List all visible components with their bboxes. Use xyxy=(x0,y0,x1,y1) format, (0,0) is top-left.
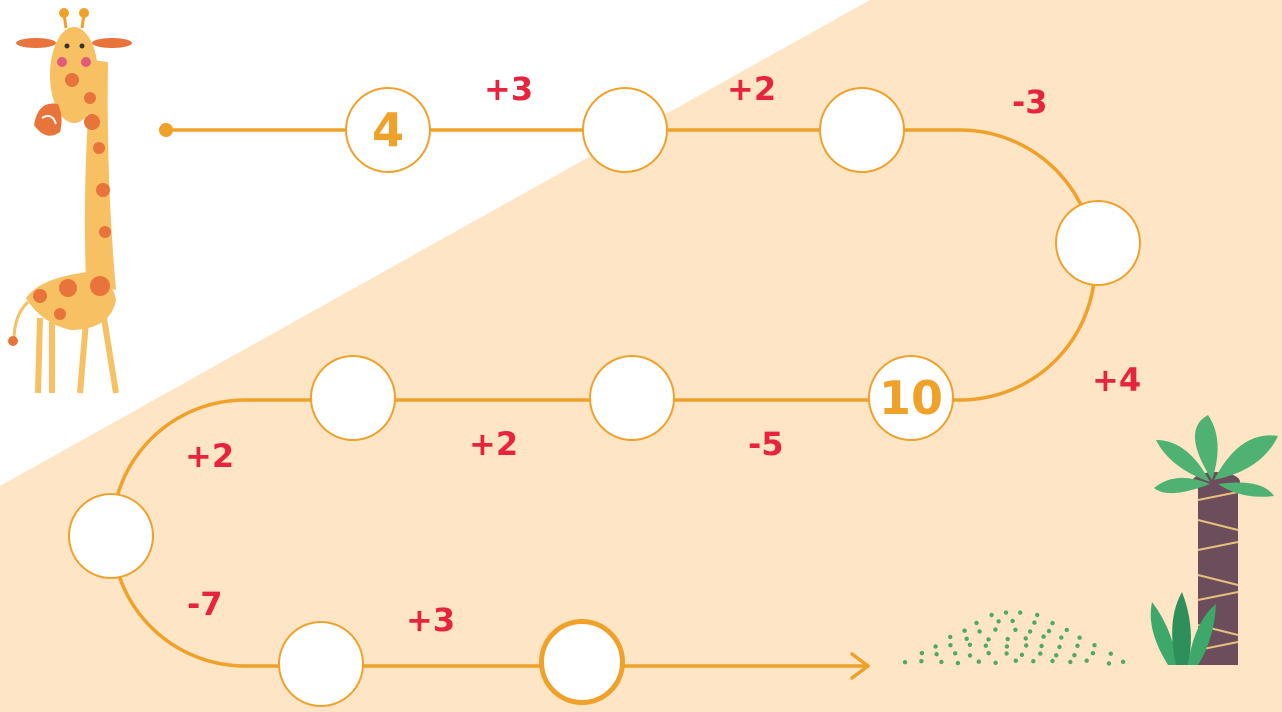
sand-dot xyxy=(1023,636,1028,641)
final-answer-circle[interactable] xyxy=(539,619,625,705)
operation-label-7: +2 xyxy=(185,437,235,475)
sand-dot xyxy=(939,659,944,665)
sand-dot xyxy=(986,637,991,642)
answer-circle-1[interactable] xyxy=(582,87,668,173)
sand-dot xyxy=(1010,618,1015,624)
sand-dot xyxy=(1003,610,1009,615)
operation-label-1: +3 xyxy=(484,70,534,108)
start-number: 4 xyxy=(371,103,404,157)
sand-dot xyxy=(1035,612,1040,618)
sand-dot xyxy=(1050,658,1055,664)
sand-dot xyxy=(1005,636,1010,642)
operation-label-5: -5 xyxy=(748,425,784,463)
operation-label-9: +3 xyxy=(406,601,456,639)
sand-dot xyxy=(1059,635,1064,640)
sand-dot xyxy=(967,653,973,658)
sand-dot xyxy=(1075,643,1080,648)
sand-dot xyxy=(1057,644,1062,650)
sand-dot xyxy=(1068,659,1073,665)
operation-label-8: -7 xyxy=(187,585,223,623)
sand-dot xyxy=(1013,627,1018,632)
sand-dot xyxy=(919,650,925,656)
sand-dot xyxy=(1092,643,1097,648)
answer-circle-2[interactable] xyxy=(819,87,905,173)
sand-dot xyxy=(1031,659,1036,664)
given-number: 10 xyxy=(878,371,943,425)
sand-dot xyxy=(933,644,938,649)
sand-dot xyxy=(976,659,981,664)
sand-dot xyxy=(902,660,908,665)
operation-label-3: -3 xyxy=(1012,83,1048,121)
sand-dot xyxy=(1077,635,1082,640)
sand-dot xyxy=(983,643,988,648)
sand-dot xyxy=(996,619,1001,624)
sand-dot xyxy=(1054,653,1059,658)
sand-dot xyxy=(1041,634,1046,639)
operation-label-2: +2 xyxy=(727,70,777,108)
sand-dot xyxy=(962,628,967,633)
operation-label-4: +4 xyxy=(1092,361,1142,399)
answer-circle-3[interactable] xyxy=(1055,200,1141,286)
sand-dot xyxy=(986,651,991,656)
bush-illustration xyxy=(1150,592,1216,665)
sand-dot xyxy=(1072,653,1077,658)
sand-dot xyxy=(974,620,979,626)
answer-circle-6[interactable] xyxy=(68,493,154,579)
sand-dot xyxy=(955,660,961,666)
sand-dot xyxy=(1019,652,1025,657)
sand-dot xyxy=(953,651,958,656)
sand-dot xyxy=(919,659,924,664)
sand-dot xyxy=(1050,620,1055,626)
sand-dot xyxy=(1013,658,1018,663)
sand-dot xyxy=(1064,627,1070,633)
sand-dot xyxy=(1004,644,1010,649)
sand-dot xyxy=(1108,651,1114,656)
sand-dot xyxy=(934,652,939,657)
start-number-circle: 4 xyxy=(345,87,431,173)
operation-label-6: +2 xyxy=(469,425,519,463)
sand-dot xyxy=(1027,629,1033,634)
sand-dot xyxy=(948,634,953,640)
sand-dot xyxy=(1018,610,1023,615)
sand-dot xyxy=(1120,659,1126,664)
answer-circle-7[interactable] xyxy=(278,621,364,707)
sand-dot xyxy=(1039,643,1044,649)
sand-dot xyxy=(1038,651,1043,656)
sand-dot xyxy=(1106,661,1112,666)
answer-circle-4[interactable] xyxy=(589,355,675,441)
given-number-circle: 10 xyxy=(868,355,954,441)
sand-dot xyxy=(1084,658,1089,663)
dotted-sand-mound xyxy=(902,610,1126,666)
sand-dot xyxy=(977,629,982,634)
sand-dot xyxy=(967,642,973,647)
sand-dot xyxy=(964,636,969,641)
sand-dot xyxy=(993,627,998,632)
sand-dot xyxy=(989,612,994,618)
sand-dot xyxy=(993,660,998,665)
sand-dot xyxy=(1090,651,1096,656)
sand-dot xyxy=(1023,643,1029,648)
answer-circle-5[interactable] xyxy=(310,355,396,441)
sand-dot xyxy=(948,643,953,648)
path-start-dot xyxy=(159,123,173,137)
sand-dot xyxy=(1032,620,1037,625)
giraffe-illustration xyxy=(8,8,132,394)
sand-dot xyxy=(1046,628,1052,634)
sand-dot xyxy=(1004,651,1009,656)
